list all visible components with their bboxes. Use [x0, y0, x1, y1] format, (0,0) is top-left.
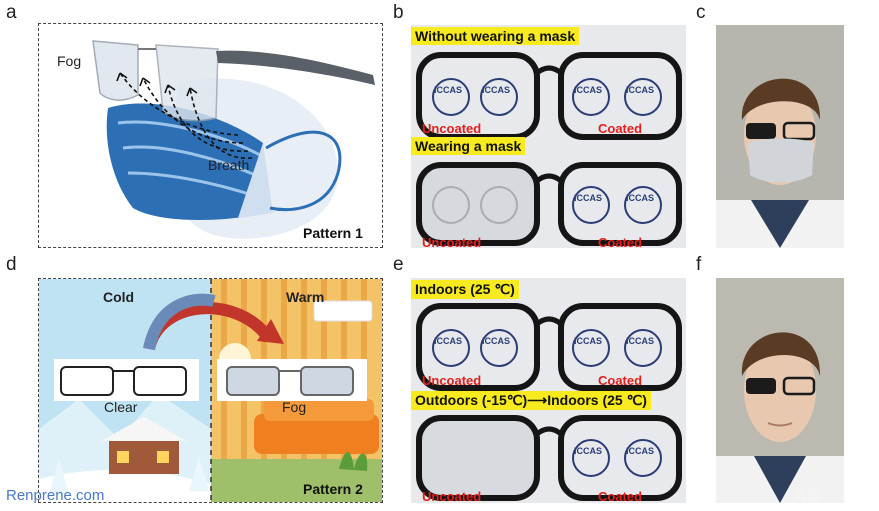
coated-label-e-bottom: Coated: [598, 489, 643, 504]
glasses-photo-e: [416, 303, 682, 501]
pattern-2-label: Pattern 2: [303, 481, 363, 497]
fog-label-d: Fog: [282, 399, 307, 415]
uncoated-label-top: Uncoated: [422, 121, 482, 136]
uncoated-label-bottom: Uncoated: [422, 235, 482, 250]
cold-warm-illustration: [39, 279, 382, 502]
cold-label: Cold: [103, 289, 135, 305]
panel-label-a: a: [6, 2, 17, 23]
mask-glasses-illustration: [92, 40, 375, 239]
logo-text: ICCAS: [482, 336, 511, 346]
panel-label-e: e: [393, 254, 404, 275]
logo-text: ICCAS: [482, 85, 511, 95]
indoors-title: Indoors (25 ℃): [411, 280, 519, 299]
logo-text: ICCAS: [626, 336, 655, 346]
fog-label: Fog: [57, 53, 82, 69]
breath-label: Breath: [208, 157, 250, 173]
logo-text: ICCAS: [626, 85, 655, 95]
pattern-1-label: Pattern 1: [303, 225, 363, 241]
warm-label: Warm: [286, 289, 325, 305]
with-mask-title: Wearing a mask: [411, 137, 526, 155]
logo-text: ICCAS: [574, 336, 603, 346]
clear-label: Clear: [104, 399, 138, 415]
coated-label-e-top: Coated: [598, 373, 643, 388]
uncoated-label-e-bottom: Uncoated: [422, 489, 482, 504]
panel-d-frame: [38, 278, 383, 503]
logo-text: ICCAS: [574, 446, 603, 456]
logo-text: ICCAS: [434, 336, 463, 346]
logo-text: ICCAS: [574, 193, 603, 203]
coated-label-bottom: Coated: [598, 235, 643, 250]
logo-text: ICCAS: [434, 85, 463, 95]
logo-text: ICCAS: [574, 85, 603, 95]
watermark-right: 贤集: [792, 487, 823, 504]
coated-label-top: Coated: [598, 121, 643, 136]
without-mask-title: Without wearing a mask: [411, 27, 580, 45]
photo-mask-comparison: ICCAS ICCAS ICCAS ICCAS ICCAS ICCAS: [411, 25, 686, 248]
panel-label-d: d: [6, 254, 17, 275]
panel-label-b: b: [393, 2, 404, 23]
logo-text: ICCAS: [626, 193, 655, 203]
photo-temperature-comparison: ICCAS ICCAS ICCAS ICCAS ICCAS ICCAS: [411, 278, 686, 503]
logo-text: ICCAS: [626, 446, 655, 456]
panel-a-frame: [38, 23, 383, 248]
panel-label-f: f: [696, 254, 702, 275]
person-mask-photo: [716, 25, 844, 248]
photo-person-with-mask: [716, 25, 844, 248]
outdoors-indoors-title: Outdoors (-15℃)⟶Indoors (25 ℃): [411, 391, 651, 410]
photo-person-without-mask: [716, 278, 844, 503]
panel-label-c: c: [696, 2, 706, 23]
person-photo: [716, 278, 844, 503]
uncoated-label-e-top: Uncoated: [422, 373, 482, 388]
watermark-left: Renprene.com: [6, 487, 105, 504]
